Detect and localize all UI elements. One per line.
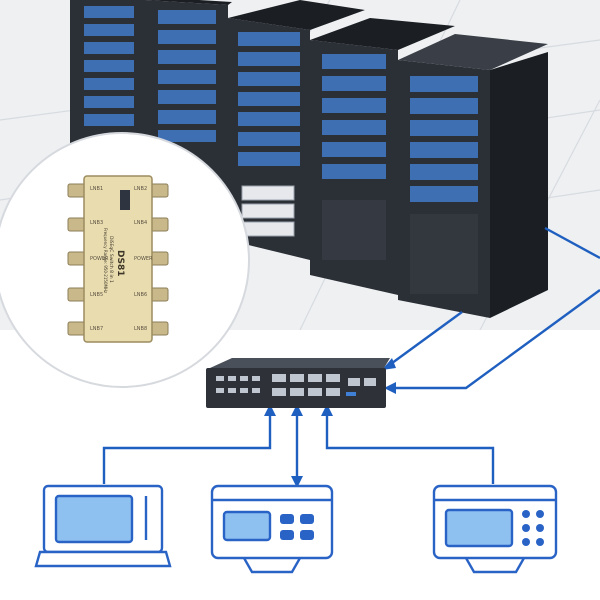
port-label: LNB2 [134, 186, 147, 192]
splitter-frequency: Frequency Range: 950-2150MHz [103, 228, 108, 293]
switch-to-computer-line [102, 410, 272, 484]
arrowhead [384, 382, 396, 394]
port-label: LNB3 [90, 220, 103, 226]
port-label: LNB1 [90, 186, 103, 192]
connection-lines [102, 226, 600, 484]
diseqc-switch-icon: LNB1 LNB2 LNB3 LNB4 LNB5 LNB6 LNB7 LNB8 … [67, 175, 169, 343]
arrowhead [321, 404, 333, 416]
server-rack-icon [398, 34, 548, 318]
splitter-description: DiSEqC Switch 8 in 1 [108, 236, 114, 283]
arrowhead [382, 358, 396, 370]
receiver-icon [432, 484, 558, 574]
port-label: LNB6 [134, 292, 147, 298]
port-label: POWER [90, 256, 109, 262]
arrowhead [291, 404, 303, 416]
arrowhead [291, 476, 303, 488]
server-racks [70, 0, 548, 318]
server-rack-icon [70, 0, 145, 155]
server-rack-icon [228, 0, 365, 260]
splitter-inset: LNB1 LNB2 LNB3 LNB4 LNB5 LNB6 LNB7 LNB8 … [0, 132, 250, 388]
rack-mounted-units [241, 185, 295, 237]
switch-ports [216, 374, 376, 396]
server-rack-icon [310, 18, 455, 295]
port-label: LNB4 [134, 220, 147, 226]
rack-to-switch-line [387, 311, 463, 367]
receiver-icon [210, 484, 334, 574]
port-label: LNB8 [134, 326, 147, 332]
rack-to-switch-line [394, 226, 600, 390]
port-label: POWER [134, 256, 153, 262]
arrowheads [264, 358, 396, 488]
port-label: LNB7 [90, 326, 103, 332]
switch-to-receiver-line [325, 410, 495, 484]
splitter-model: DS81 [115, 250, 125, 276]
port-label: LNB5 [90, 292, 103, 298]
network-switch-icon [206, 358, 390, 408]
arrowhead [264, 404, 276, 416]
computer-icon [34, 484, 172, 568]
